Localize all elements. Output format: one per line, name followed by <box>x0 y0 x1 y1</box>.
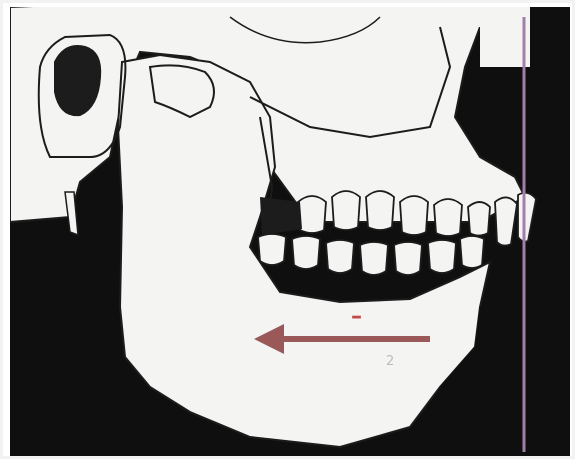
oral-gap <box>260 197 302 235</box>
upper-tooth <box>332 191 360 230</box>
lower-tooth <box>428 240 456 273</box>
lower-tooth <box>394 242 422 275</box>
minus-label: – <box>351 304 362 329</box>
upper-tooth <box>366 191 394 230</box>
lower-tooth <box>258 234 286 265</box>
upper-tooth <box>298 196 326 233</box>
number-label: 2 <box>386 354 394 369</box>
lower-tooth <box>326 240 354 273</box>
lower-tooth <box>460 236 484 268</box>
upper-tooth <box>468 202 490 236</box>
upper-tooth <box>400 196 428 235</box>
cephalometric-diagram: – 2 <box>10 7 570 456</box>
lower-tooth <box>360 242 388 275</box>
upper-tooth <box>434 199 462 236</box>
lower-tooth <box>292 236 320 269</box>
